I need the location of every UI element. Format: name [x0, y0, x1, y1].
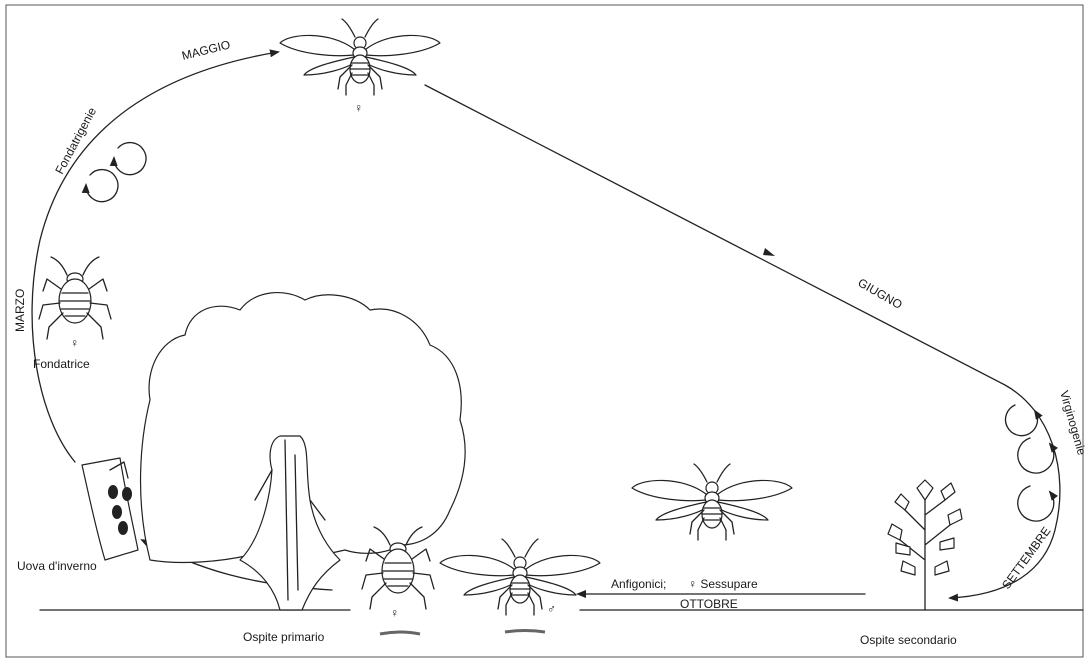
label-maggio: MAGGIO	[180, 37, 231, 63]
loop-fondatrigenie	[86, 143, 146, 202]
label-marzo: MARZO	[13, 289, 27, 332]
shadow-mark	[505, 631, 545, 633]
label-ospite-secondario: Ospite secondario	[860, 633, 957, 647]
label-fondatrice: Fondatrice	[33, 357, 90, 371]
label-giugno: GIUGNO	[856, 275, 905, 311]
sessupara-aphid	[632, 464, 792, 540]
egg-branch	[82, 458, 138, 560]
label-virginogenie: Virginogenie	[1057, 389, 1086, 457]
loop-virginogenie	[1006, 405, 1054, 521]
label-settembre: SETTEMBRE	[999, 524, 1053, 592]
winged-male-aphid	[440, 539, 600, 615]
female-symbol-top: ♀	[354, 101, 363, 115]
fondatrice-aphid	[39, 257, 111, 339]
label-anfigonici: Anfigonici;	[611, 577, 666, 591]
secondary-host-plant	[888, 480, 962, 610]
label-ottobre: OTTOBRE	[680, 597, 738, 611]
female-symbol-fondatrice: ♀	[70, 336, 79, 350]
label-ospite-primario: Ospite primario	[243, 630, 325, 644]
male-symbol: ♂	[547, 602, 556, 616]
label-uova-inverno: Uova d'inverno	[17, 559, 97, 573]
shadow-mark	[380, 632, 420, 634]
winged-female-top	[280, 19, 440, 95]
label-sessupare: ♀ Sessupare	[688, 577, 758, 591]
arrowhead-giugno	[763, 248, 775, 256]
female-symbol-sexual: ♀	[390, 606, 399, 620]
cycle-arrow-summer	[425, 85, 1060, 598]
